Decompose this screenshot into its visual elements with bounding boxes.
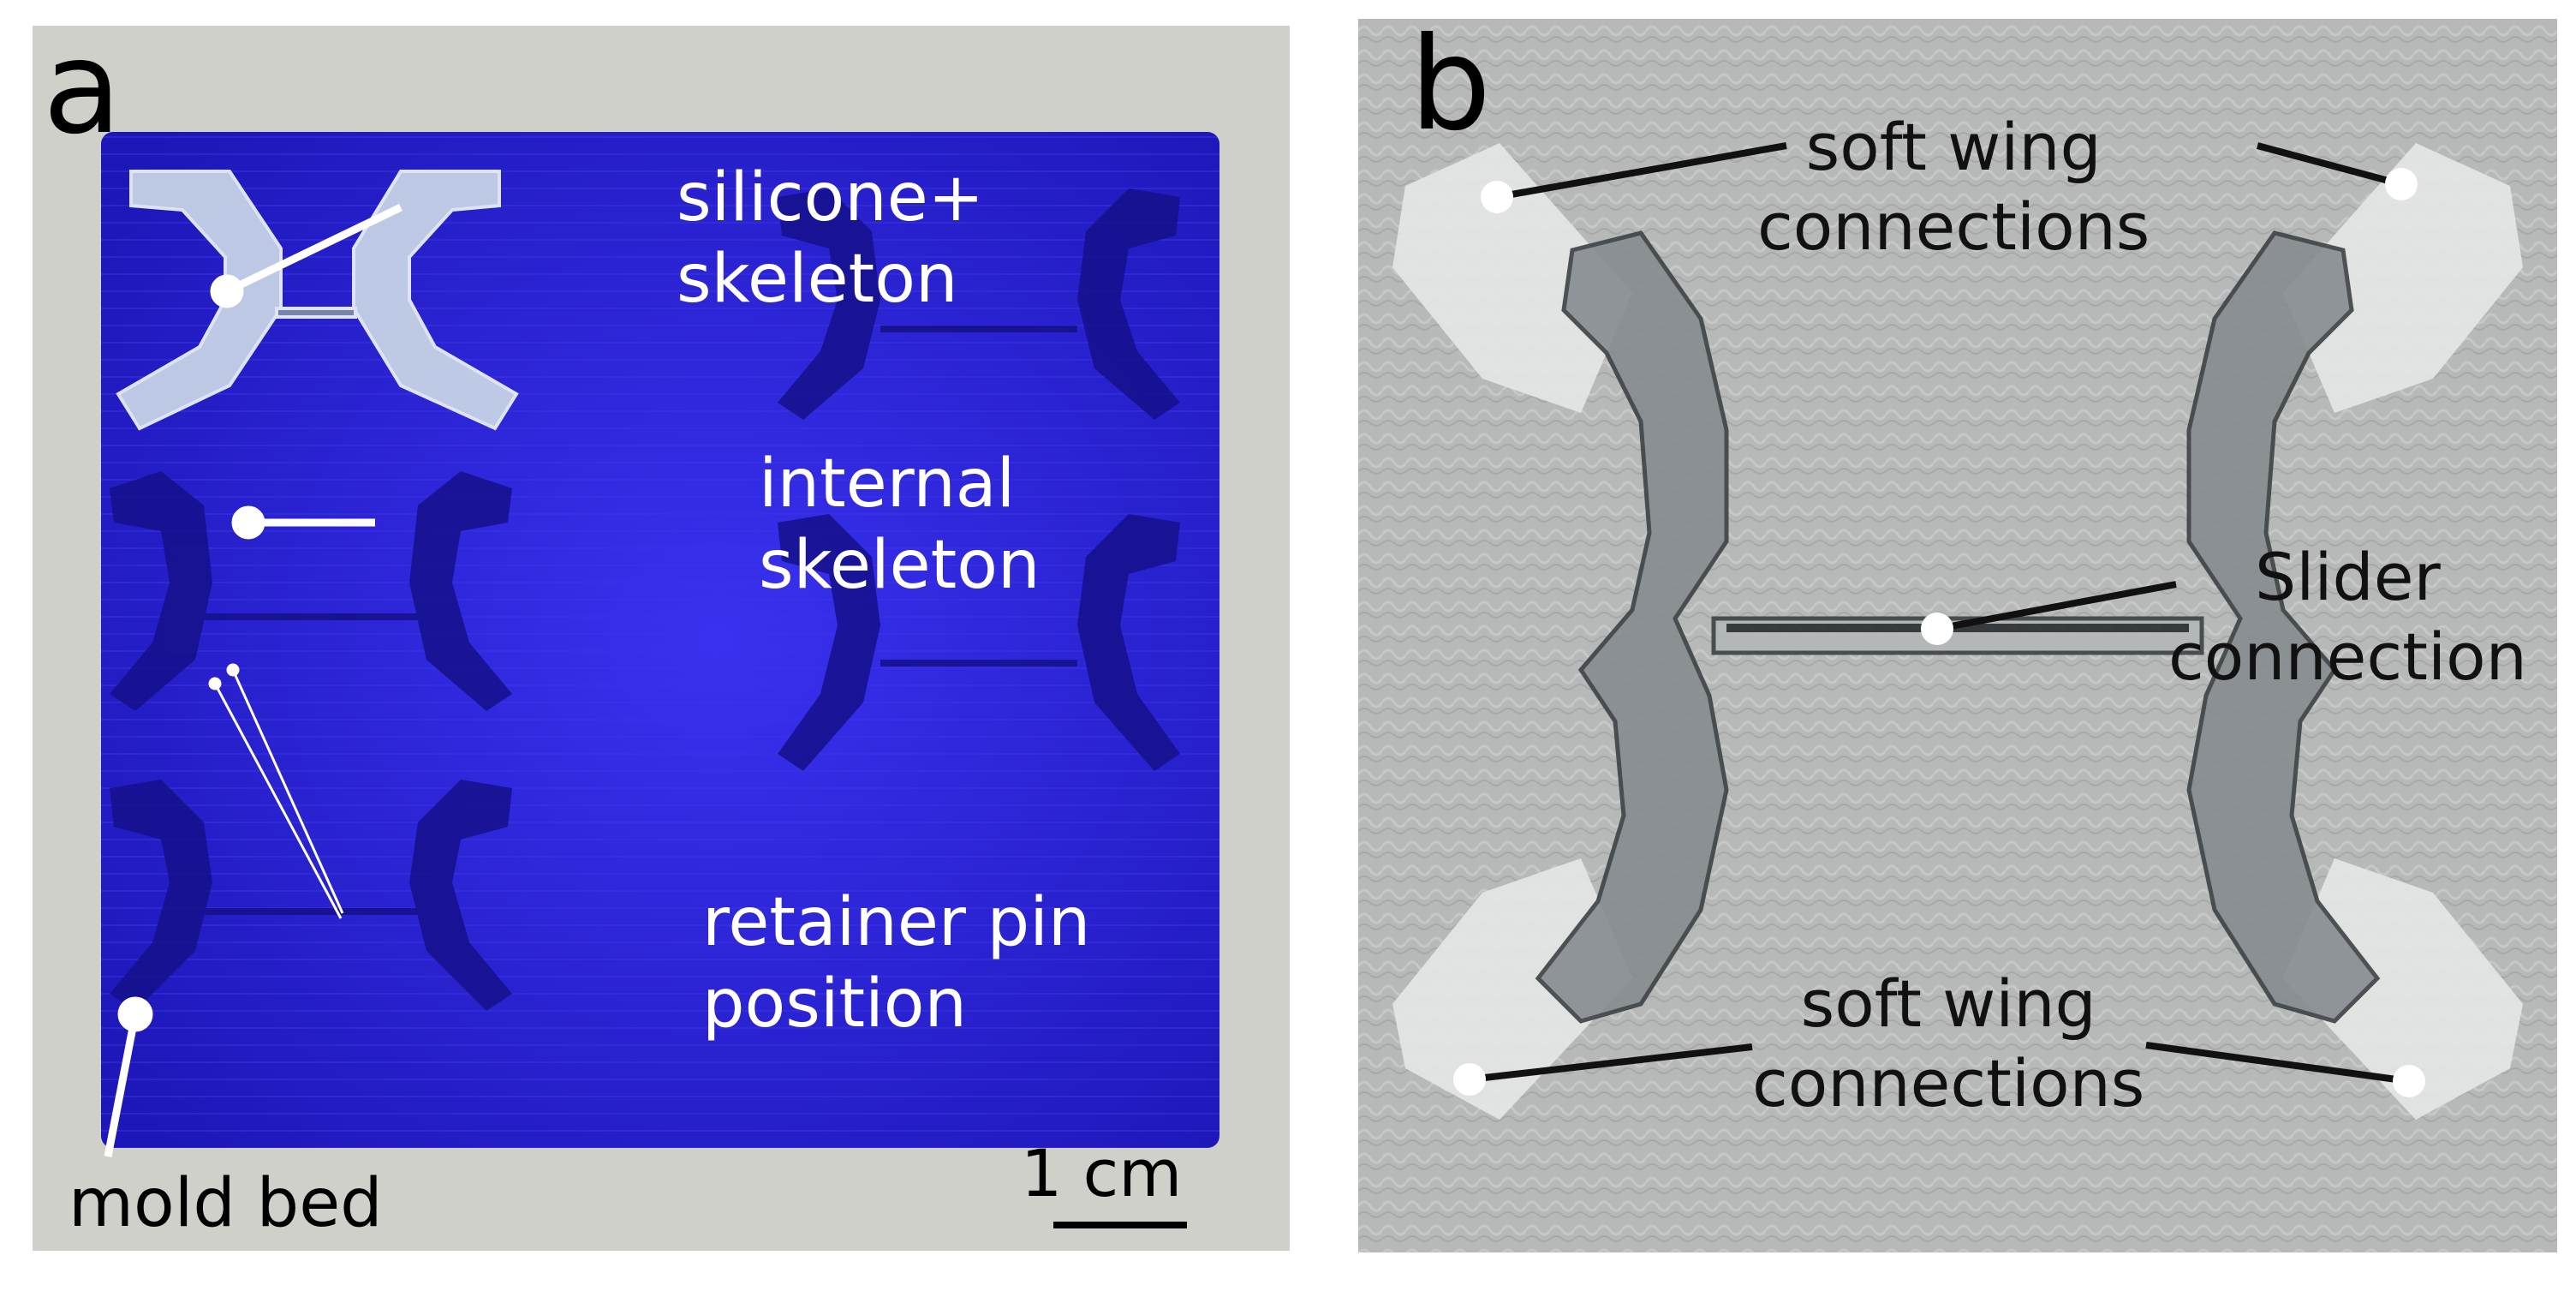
panel-b-photo: b soft wing connections Slider connectio… bbox=[1358, 19, 2557, 1252]
robot-photo-illustration bbox=[1358, 19, 2557, 1252]
label-line: silicone+ bbox=[677, 159, 985, 236]
skeleton-body bbox=[1535, 230, 2381, 1024]
label-line: retainer pin bbox=[702, 884, 1091, 961]
label-line: connections bbox=[1752, 1044, 2145, 1121]
label-retainer-pin: retainer pin position bbox=[702, 882, 1090, 1045]
label-line: position bbox=[702, 965, 967, 1043]
label-line: soft wing bbox=[1805, 109, 2102, 185]
label-line: Slider bbox=[2255, 539, 2441, 615]
soft-wings bbox=[1392, 143, 2523, 1120]
label-line: skeleton bbox=[759, 527, 1041, 605]
panel-label-a: a bbox=[43, 26, 122, 163]
scale-bar-label: 1 cm bbox=[1021, 1135, 1183, 1211]
label-line: internal bbox=[759, 445, 1016, 523]
label-slider-connection: Slider connection bbox=[2168, 538, 2527, 696]
label-silicone-skeleton: silicone+ skeleton bbox=[677, 158, 984, 320]
silicone-skeleton-part bbox=[116, 170, 519, 431]
label-line: connection bbox=[2168, 618, 2527, 695]
label-soft-wing-connections-bottom: soft wing connections bbox=[1752, 965, 2144, 1123]
mold-cavities bbox=[110, 188, 1180, 1011]
panel-a-photo: a silicone+ skeleton internal skeleton r… bbox=[33, 26, 1290, 1251]
label-line: soft wing bbox=[1800, 965, 2096, 1042]
label-mold-bed: mold bed bbox=[69, 1165, 383, 1242]
annotation-leaders bbox=[1453, 142, 2425, 1097]
annotation-leaders bbox=[104, 203, 402, 1157]
label-line: skeleton bbox=[677, 241, 958, 319]
label-soft-wing-connections-top: soft wing connections bbox=[1757, 108, 2150, 266]
label-internal-skeleton: internal skeleton bbox=[759, 444, 1040, 607]
mold-photo-illustration bbox=[101, 132, 1219, 1228]
panel-label-b: b bbox=[1410, 19, 1492, 159]
label-line: connections bbox=[1757, 188, 2150, 265]
